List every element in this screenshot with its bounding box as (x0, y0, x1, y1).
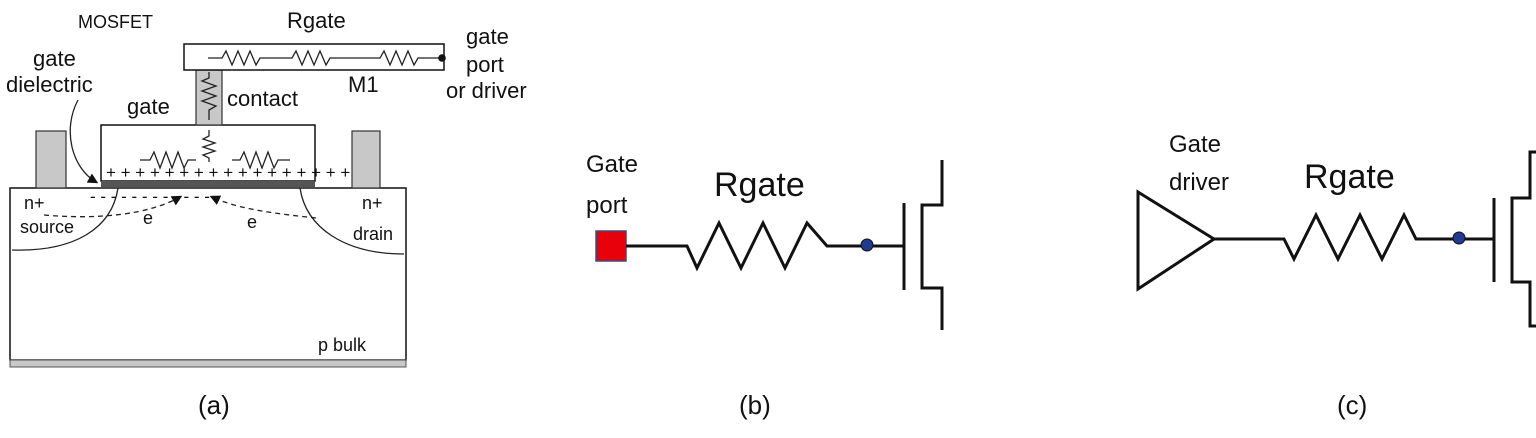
electron-flow-left-arrow (43, 195, 183, 218)
m1-resistor-symbol (208, 49, 442, 67)
contact-label: contact (227, 86, 298, 111)
spacer-left (35, 130, 67, 189)
gate-port-label-line1: gate (466, 24, 509, 49)
caption-c: (c) (1337, 390, 1367, 420)
resistor-c (1214, 211, 1454, 263)
gate-label: gate (127, 94, 170, 119)
source-well (11, 187, 119, 251)
electron-flow-right-arrow (209, 195, 317, 219)
source-label-line1: n+ (24, 193, 45, 213)
gate-dielectric-pointer (69, 99, 99, 184)
contact-resistor-symbol (200, 72, 218, 120)
caption-b: (b) (739, 390, 771, 420)
caption-a: (a) (198, 390, 230, 420)
gate-dielectric-label-line1: gate (33, 46, 76, 71)
gate-port-label-b-line1: Gate (586, 151, 638, 178)
gate-port-node (438, 54, 446, 62)
drain-well (299, 187, 405, 255)
gate-driver-label-line1: Gate (1169, 131, 1221, 158)
plus-charge-row: + + + + + + + + + + + + + + + + + (106, 163, 350, 182)
panel-b: Gate port Rgate (b) (586, 151, 944, 420)
spacer-right (351, 130, 381, 189)
p-bulk-label: p bulk (318, 335, 367, 355)
drain-label-line2: drain (353, 224, 393, 244)
minus-charge-row: - - - - - - - - - - - - (90, 187, 210, 206)
mosfet-channel-b (920, 160, 944, 330)
gate-port-label-line3: or driver (446, 78, 527, 103)
resistor-b (626, 219, 866, 272)
panel-c: Gate driver Rgate (c) (1136, 131, 1536, 420)
gate-driver-buffer-symbol (1136, 189, 1217, 292)
electron-label-right: e (247, 212, 257, 232)
gate-port-square (595, 230, 627, 262)
gate-dielectric-label-line2: dielectric (6, 72, 93, 97)
rgate-label-b: Rgate (714, 166, 805, 204)
panel-a: + + + + + + + + + + + + + + + + + - - - … (6, 8, 527, 420)
bulk-contact-plate (9, 359, 407, 368)
gate-node-c (1452, 231, 1466, 245)
gate-resistor-right-symbol (232, 150, 290, 170)
gate-port-label-b-line2: port (586, 192, 628, 219)
gate-node-b (860, 238, 874, 252)
gate-port-label-line2: port (466, 52, 504, 77)
rgate-label-c: Rgate (1304, 158, 1395, 196)
rgate-label-a: Rgate (287, 8, 346, 33)
gate-resistor-center-symbol (200, 130, 218, 162)
mosfet-channel-c (1510, 150, 1536, 328)
drain-label-line1: n+ (362, 193, 383, 213)
mosfet-label: MOSFET (78, 12, 153, 32)
gate-driver-label-line2: driver (1169, 169, 1229, 196)
electron-label-left: e (143, 208, 153, 228)
source-label-line2: source (20, 217, 74, 237)
gate-resistor-left-symbol (140, 150, 196, 170)
gate-dielectric-layer (101, 181, 315, 187)
m1-label: M1 (348, 72, 379, 97)
